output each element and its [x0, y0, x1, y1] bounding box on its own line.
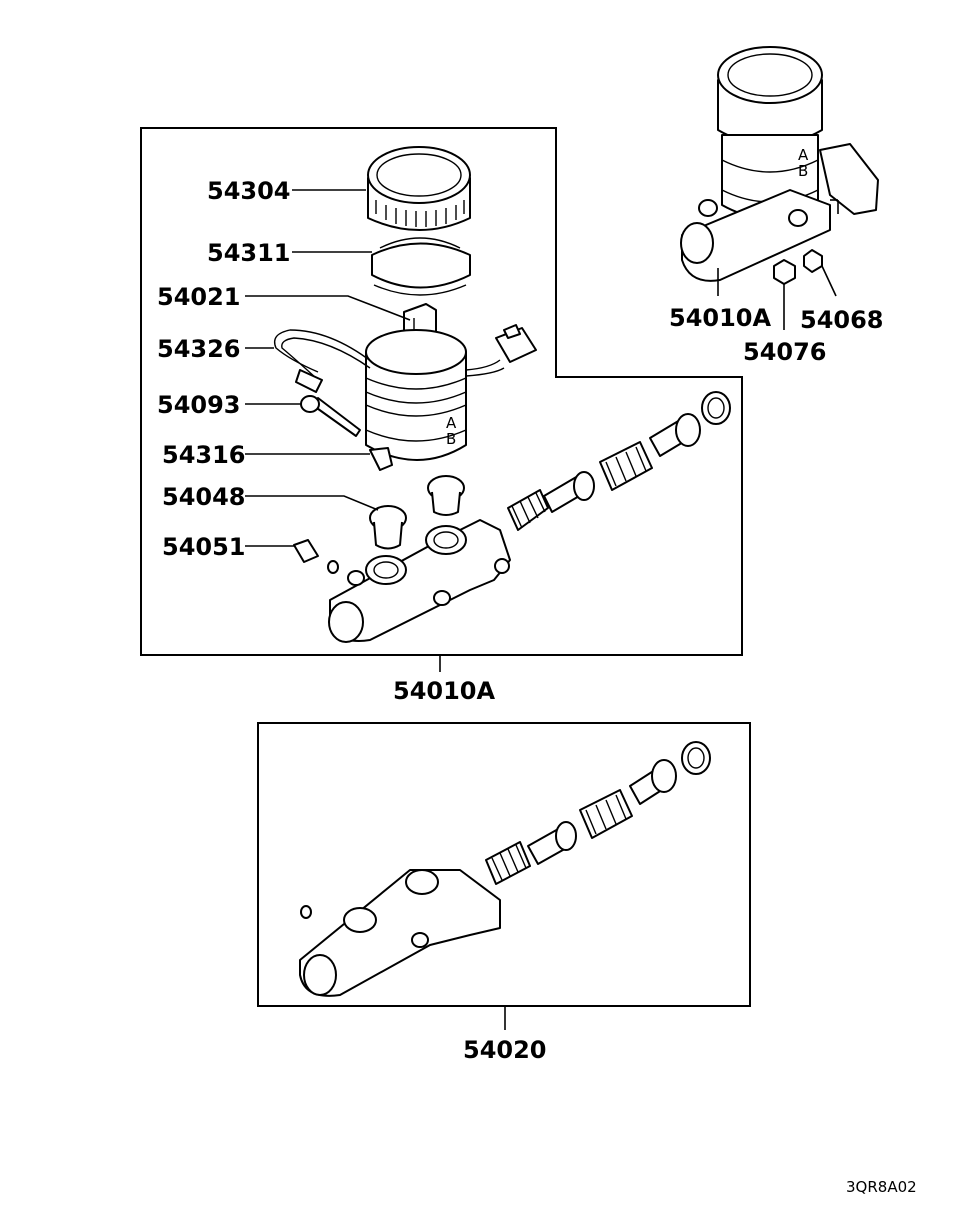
kit-box-54020	[257, 722, 751, 1007]
label-54048: 54048	[162, 483, 246, 511]
label-54051: 54051	[162, 533, 246, 561]
label-54010a-inset: 54010A	[669, 304, 771, 332]
inset-assembly	[680, 46, 879, 285]
cylinder-body	[328, 519, 511, 643]
reservoir-mark-b: B	[446, 430, 456, 448]
switch-harness	[273, 324, 537, 393]
label-54021: 54021	[157, 283, 241, 311]
grommet	[369, 475, 465, 550]
cap-ring	[371, 237, 471, 296]
inset-reservoir-mark-b: B	[798, 162, 808, 180]
assembly-box-54010a	[140, 127, 743, 656]
piston-set	[507, 391, 731, 531]
label-54326: 54326	[157, 335, 241, 363]
label-54093: 54093	[157, 391, 241, 419]
reservoir-cap	[367, 146, 471, 231]
mount-bolt	[300, 395, 361, 437]
drawing-code: 3QR8A02	[846, 1178, 917, 1196]
reservoir-mark-a: A	[446, 414, 457, 432]
label-54020: 54020	[463, 1036, 547, 1064]
label-54068: 54068	[800, 306, 884, 334]
inset-reservoir-mark-a: A	[798, 146, 809, 164]
leader-lines	[245, 189, 837, 547]
label-54076: 54076	[743, 338, 827, 366]
label-54010a: 54010A	[393, 677, 495, 705]
label-54311: 54311	[207, 239, 291, 267]
check-valve	[293, 539, 339, 574]
label-54304: 54304	[207, 177, 291, 205]
label-54316: 54316	[162, 441, 246, 469]
kit-cylinder-body	[299, 869, 501, 997]
reservoir	[365, 329, 467, 471]
kit-piston-set	[485, 741, 711, 885]
